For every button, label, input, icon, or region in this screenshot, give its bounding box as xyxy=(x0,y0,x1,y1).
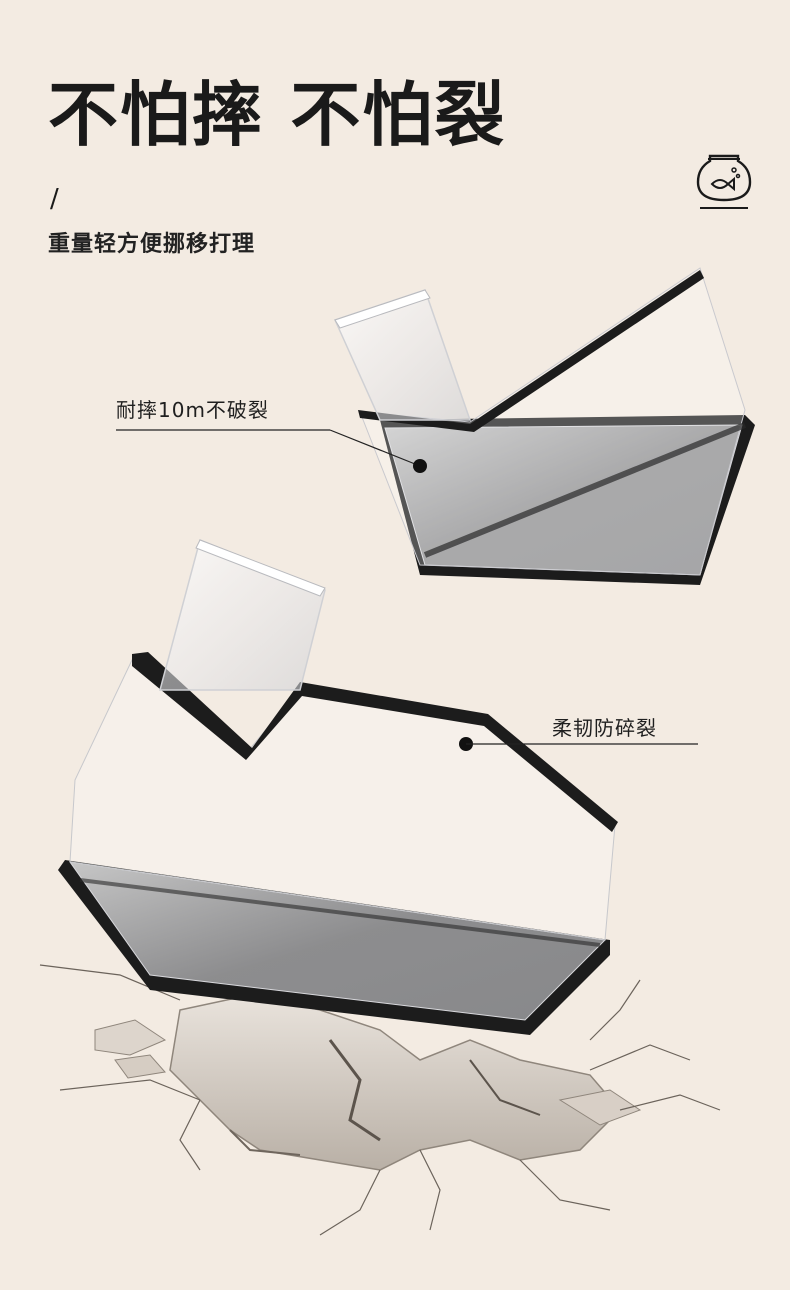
page-subtitle: 重量轻方便挪移打理 xyxy=(48,232,256,257)
product-tank-lower xyxy=(58,538,618,1035)
page-title: 不怕摔 不怕裂 xyxy=(48,74,507,156)
callout-line-2 xyxy=(459,737,698,751)
callout-line-1 xyxy=(116,429,427,473)
product-tank-upper xyxy=(333,267,755,585)
cracked-ground xyxy=(39,964,721,1236)
title-slash: / xyxy=(50,184,59,214)
fishbowl-icon xyxy=(696,154,752,209)
callout-label-drop-resistant: 耐摔10m不破裂 xyxy=(116,398,269,422)
callout-label-shatterproof: 柔韧防碎裂 xyxy=(552,716,657,740)
